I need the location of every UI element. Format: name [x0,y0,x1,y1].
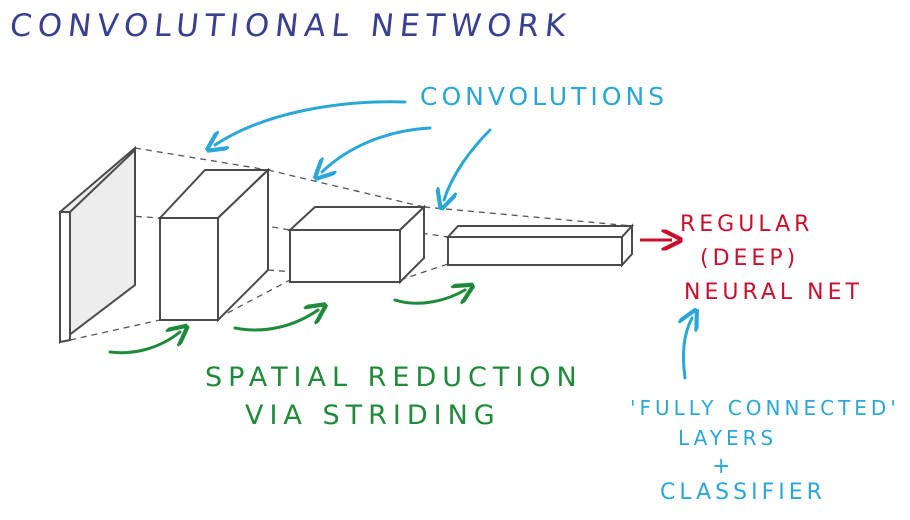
regular-label-line1: REGULAR [680,212,814,237]
fc-label-line4: CLASSIFIER [660,480,826,505]
spatial-label-line1: SPATIAL REDUCTION [205,362,583,393]
fc-label-line3: + [712,454,735,479]
convolution-arrows [215,100,492,200]
input-image-panel [59,145,136,345]
fully-connected-arrow [683,318,692,380]
conv-volume-3 [445,223,635,268]
regular-label-line3: NEURAL NET [684,280,863,305]
fc-label-line2: LAYERS [678,426,778,450]
fc-label-line1: 'FULLY CONNECTED' [630,396,900,420]
diagram-title: CONVOLUTIONAL NETWORK [8,8,574,44]
striding-arrows [108,290,465,355]
spatial-label-line2: VIA STRIDING [245,400,501,431]
conv-volume-1 [157,167,271,323]
regular-label-line2: (DEEP) [700,246,800,271]
conv-volume-2 [287,204,427,285]
convolutions-label: CONVOLUTIONS [420,82,669,111]
